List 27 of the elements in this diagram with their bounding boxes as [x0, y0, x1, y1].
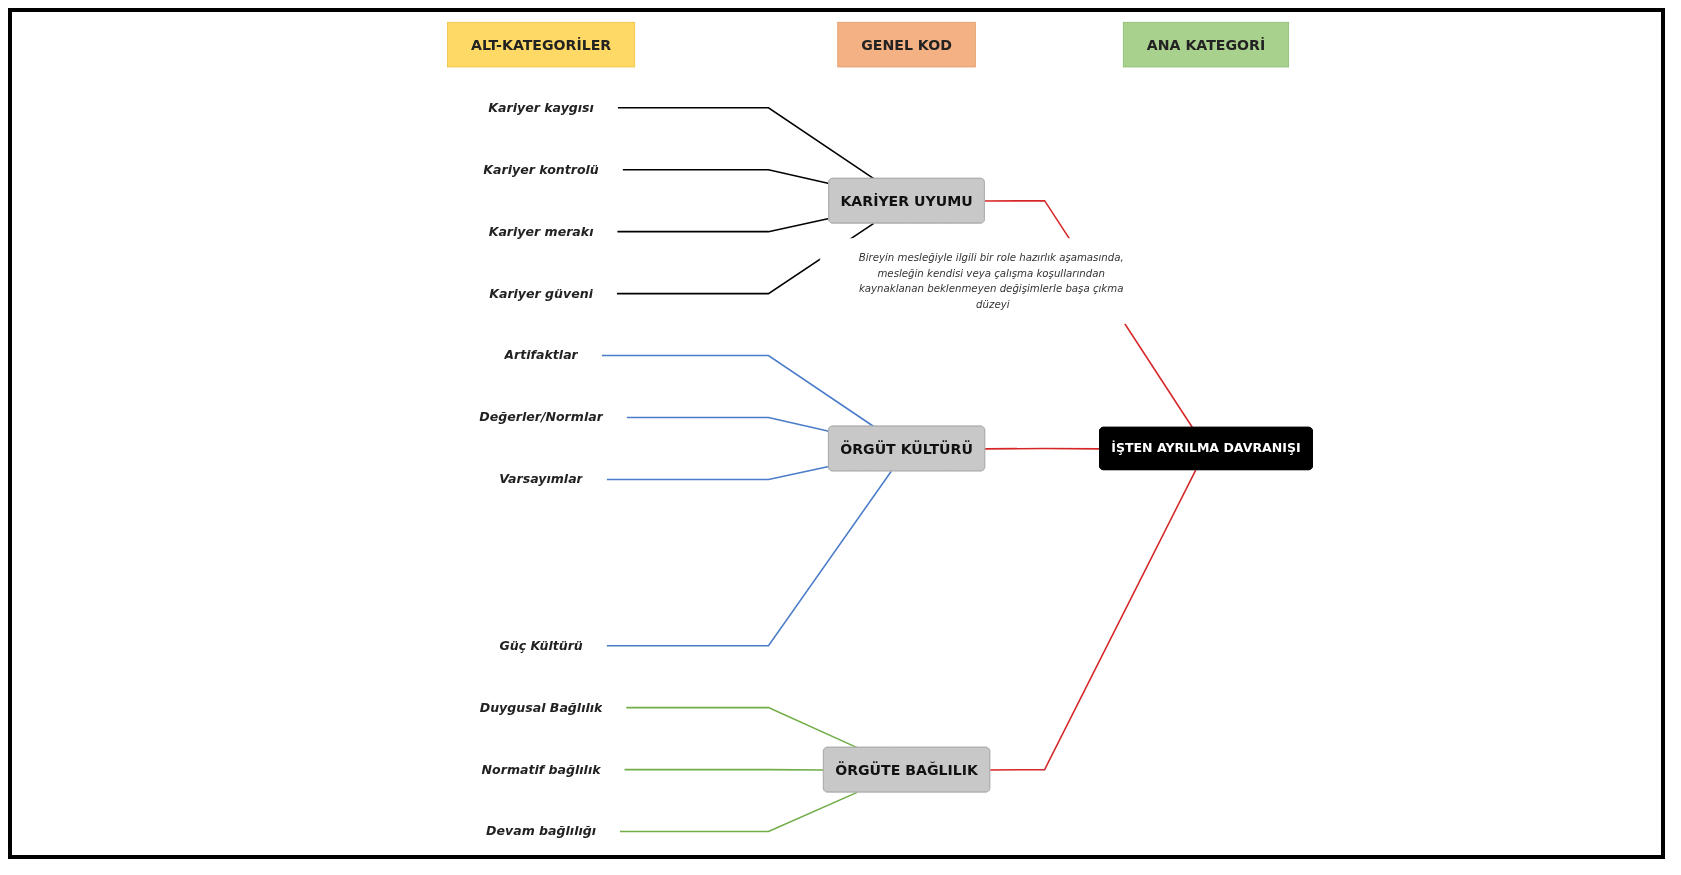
node-text: Değerler/Normlar	[479, 409, 603, 425]
connector	[605, 470, 893, 647]
connector	[600, 354, 875, 428]
connector	[605, 465, 830, 481]
node-text: Devam bağlılığı	[486, 823, 597, 839]
connector	[616, 106, 875, 180]
node-text: Varsayımlar	[499, 471, 583, 487]
node-text: Normatif bağlılık	[481, 761, 601, 777]
connector	[618, 791, 858, 833]
node-text: Kariyer kontrolü	[483, 161, 599, 177]
connector	[625, 416, 830, 433]
connector	[623, 768, 825, 771]
connector	[621, 168, 830, 185]
node-text: Kariyer güveni	[489, 285, 593, 301]
node-box: GENEL KOD	[837, 21, 976, 68]
connector	[616, 217, 830, 233]
node-text: Artifaktlar	[504, 347, 578, 363]
node-label: Bireyin mesleğiyle ilgili bir role hazırlık aşamasında, mesleğin kendisi veya çalışma koşullarından kaynaklanan beklenmeyen değişimlerle başa çıkma düzeyi	[858, 252, 1124, 310]
connector	[984, 447, 1101, 450]
connector	[989, 469, 1197, 771]
node-text: Duygusal Bağlılık	[479, 699, 603, 715]
node-text: Kariyer merakı	[488, 223, 594, 239]
node-box: ANA KATEGORİ	[1122, 21, 1290, 68]
node-box: ALT-KATEGORİLER	[447, 21, 636, 68]
node-text: Güç Kültürü	[499, 637, 583, 653]
node-text: Kariyer kaygısı	[488, 99, 594, 115]
connector	[625, 706, 858, 749]
